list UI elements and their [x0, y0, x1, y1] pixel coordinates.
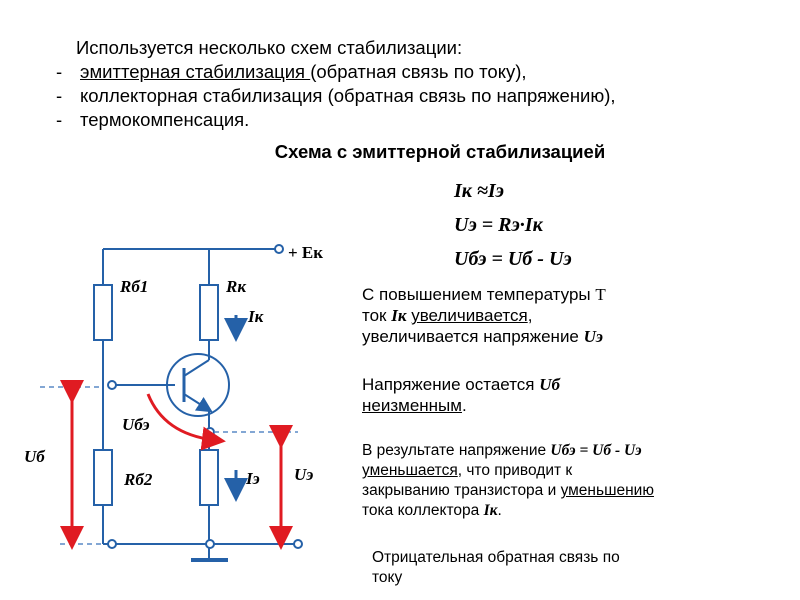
resistor-rk [199, 284, 219, 341]
intro-item-thermo-text: термокомпенсация. [80, 109, 250, 130]
rb1-label: Rб1 [119, 277, 148, 296]
emitter-node [205, 427, 215, 437]
bottom-right-terminal [293, 539, 303, 549]
paragraph-ub-constant: Напряжение остается Uб неизменным. [362, 374, 560, 416]
paragraph-conclusion: Отрицательная обратная связь по току [372, 548, 620, 588]
ue-label: Uэ [294, 465, 313, 484]
symbol-t: T [595, 285, 606, 304]
symbol-ue: Uэ [583, 327, 603, 346]
text: ток [362, 306, 392, 325]
paragraph-result: В результате напряжение Uбэ = Uб - Uэ ум… [362, 441, 654, 521]
paragraph-line: уменьшается, что приводит к [362, 461, 654, 481]
base-node [107, 380, 117, 390]
underlined-text: уменьшается [362, 462, 458, 479]
bottom-left-node [107, 539, 117, 549]
intro-item-emitter: -эмиттерная стабилизация (обратная связь… [56, 60, 616, 84]
paragraph-line: В результате напряжение Uбэ = Uб - Uэ [362, 441, 654, 461]
ube-arc [146, 393, 226, 451]
bullet-dash: - [56, 85, 63, 106]
resistor-rb2 [93, 449, 113, 506]
intro-block: Используется несколько схем стабилизации… [56, 36, 616, 132]
ik-label: Iк [247, 307, 264, 326]
formula-ue: Uэ = Rэ·Iк [454, 214, 543, 236]
resistor-rb1 [93, 284, 113, 341]
text: закрыванию транзистора и [362, 482, 561, 499]
paragraph-line: ток Iк увеличивается, [362, 305, 606, 326]
text: В результате напряжение [362, 442, 551, 459]
paragraph-line: Напряжение остается Uб [362, 374, 560, 395]
paragraph-line: увеличивается напряжение Uэ [362, 326, 606, 347]
intro-item-collector: -коллекторная стабилизация (обратная свя… [56, 84, 616, 108]
rb2-label: Rб2 [123, 470, 153, 489]
intro-title: Используется несколько схем стабилизации… [76, 37, 463, 58]
formula-ik-ie: Iк ≈Iэ [454, 180, 504, 202]
paragraph-temperature: С повышением температуры T ток Iк увелич… [362, 284, 606, 347]
paragraph-line: закрыванию транзистора и уменьшению [362, 481, 654, 501]
text: тока коллектора [362, 502, 484, 519]
ube-label: Uбэ [122, 415, 150, 434]
text: С повышением температуры [362, 285, 596, 304]
intro-item-collector-text: коллекторная стабилизация (обратная связ… [80, 85, 616, 106]
paragraph-line: току [372, 569, 403, 586]
rk-label: Rк [225, 277, 246, 296]
ub-label: Uб [24, 447, 46, 466]
paragraph-line: тока коллектора Iк. [362, 501, 654, 521]
formula-inline: Uбэ = Uб - Uэ [550, 442, 642, 459]
text: увеличивается напряжение [362, 327, 584, 346]
text: . [461, 396, 467, 415]
text: , что приводит к [457, 462, 573, 479]
section-heading: Схема с эмиттерной стабилизацией [274, 141, 606, 162]
paragraph-line: Отрицательная обратная связь по [372, 549, 620, 566]
intro-item-emitter-main: эмиттерная стабилизация [80, 61, 311, 82]
intro-item-thermo: -термокомпенсация. [56, 108, 616, 132]
symbol-ub: Uб [539, 375, 560, 394]
bullet-dash: - [56, 61, 63, 82]
circuit-diagram: + Eк Rб1 Rк Iк Uбэ Uб Rб2 Iэ Uэ [24, 243, 323, 562]
transistor-collector [183, 359, 210, 377]
text: Напряжение остается [362, 375, 540, 394]
symbol-ik: Iк [391, 306, 407, 325]
bullet-dash: - [56, 109, 63, 130]
supply-label: + Eк [288, 243, 323, 262]
underlined-text: увеличивается [411, 306, 528, 325]
text: , [527, 306, 533, 325]
paragraph-line: неизменным. [362, 395, 560, 416]
symbol-ik: Iк [483, 502, 498, 519]
transistor-emitter-arrow [183, 393, 213, 413]
paragraph-line: С повышением температуры T [362, 284, 606, 305]
ie-label: Iэ [245, 469, 260, 488]
transistor-body [166, 353, 230, 417]
text: . [497, 502, 502, 519]
resistor-re [199, 449, 219, 506]
intro-item-emitter-rest: (обратная связь по току), [310, 61, 527, 82]
underlined-text: уменьшению [560, 482, 654, 499]
formula-ube: Uбэ = Uб - Uэ [454, 248, 572, 270]
underlined-text: неизменным [362, 396, 462, 415]
supply-terminal [274, 244, 284, 254]
ground-node [205, 539, 215, 549]
